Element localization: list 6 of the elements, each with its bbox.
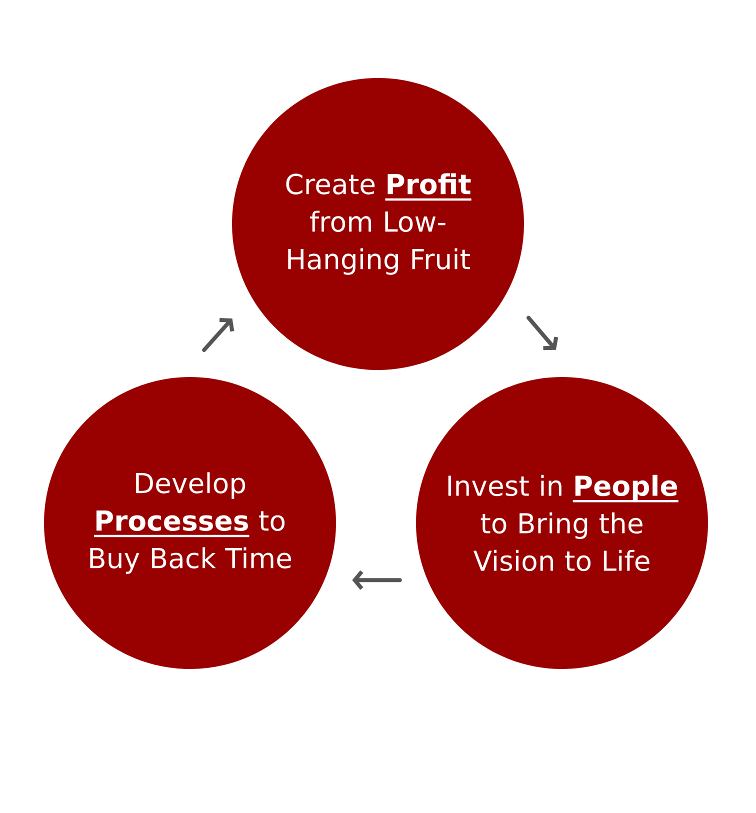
arrow	[526, 316, 558, 350]
circle-node: Develop Processes to Buy Back Time	[44, 377, 336, 669]
circle-node: Invest in People to Bring the Vision to Life	[416, 377, 708, 669]
arrow	[202, 318, 234, 352]
circle-node: Create Profit from Low- Hanging Fruit	[232, 78, 524, 370]
arrow	[352, 570, 402, 590]
